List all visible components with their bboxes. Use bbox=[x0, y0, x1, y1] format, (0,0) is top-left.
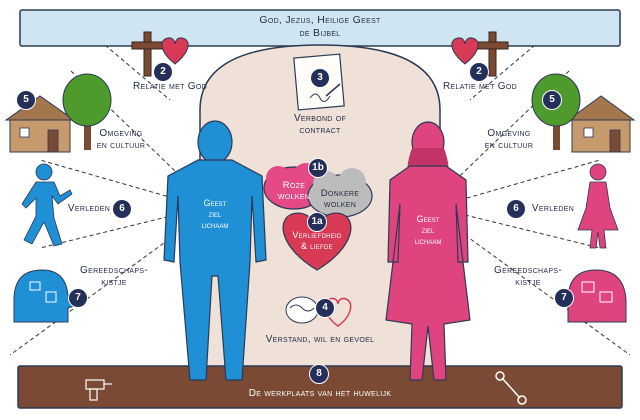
dark-cloud-2: wolken bbox=[323, 199, 357, 210]
woman-spirit: Geest bbox=[416, 214, 440, 224]
child-left-icon bbox=[21, 163, 73, 247]
house-tree-right-icon bbox=[531, 73, 636, 153]
badge-past-left: 6 bbox=[112, 199, 132, 219]
toolbox-right-2: kistje bbox=[515, 277, 541, 288]
dark-cloud-1: Donkere bbox=[320, 188, 360, 199]
badge-toolbox-left: 7 bbox=[68, 288, 88, 308]
woman-figure bbox=[385, 121, 471, 381]
man-body: lichaam bbox=[201, 220, 229, 230]
environment-right-2: en cultuur bbox=[484, 140, 534, 151]
badge-relation-right: 2 bbox=[469, 62, 489, 82]
child-right-icon bbox=[577, 163, 619, 249]
covenant-label-2: contract bbox=[299, 125, 341, 136]
badge-covenant: 3 bbox=[310, 68, 330, 88]
relation-label-left: Relatie met God bbox=[133, 81, 207, 92]
past-label-right: Verleden bbox=[531, 203, 575, 214]
puzzle-head-right-icon bbox=[567, 269, 627, 323]
banner-line-1: God, Jezus, Heilige Geest bbox=[259, 14, 381, 26]
badge-workshop: 8 bbox=[309, 364, 329, 384]
badge-environment-right: 5 bbox=[542, 90, 562, 110]
heart-right-icon bbox=[451, 37, 479, 65]
past-label-left: Verleden bbox=[67, 203, 111, 214]
badge-environment-left: 5 bbox=[16, 90, 36, 110]
drill-icon bbox=[85, 379, 112, 401]
environment-right-1: Omgeving bbox=[487, 128, 531, 139]
badge-toolbox-right: 7 bbox=[554, 288, 574, 308]
badge-clouds: 1b bbox=[308, 158, 328, 178]
love-label-2: & liefde bbox=[301, 241, 333, 251]
relation-label-right: Relatie met God bbox=[443, 81, 517, 92]
dark-cloud bbox=[307, 168, 373, 218]
pink-cloud-1: Roze bbox=[282, 180, 306, 191]
workshop-label: De werkplaats van het huwelijk bbox=[248, 388, 392, 399]
heart-left-icon bbox=[161, 37, 189, 65]
pink-cloud bbox=[263, 163, 325, 210]
pink-cloud-2: wolken bbox=[277, 191, 311, 202]
house-tree-left-icon bbox=[4, 73, 112, 153]
badge-relation-left: 2 bbox=[153, 62, 173, 82]
badge-past-right: 6 bbox=[506, 199, 526, 219]
wrench-icon bbox=[495, 371, 527, 405]
badge-love: 1a bbox=[307, 212, 327, 232]
love-label-1: Verliefdheid bbox=[292, 230, 342, 240]
mind-label: Verstand, wil en gevoel bbox=[265, 334, 375, 345]
environment-left-2: en cultuur bbox=[96, 140, 146, 151]
woman-body: lichaam bbox=[414, 236, 442, 246]
man-figure bbox=[163, 120, 267, 381]
banner-line-2: de Bijbel bbox=[299, 27, 341, 39]
covenant-label-1: Verbond of bbox=[293, 113, 347, 124]
toolbox-right-1: Gereedschaps- bbox=[494, 265, 562, 276]
cross-left-icon bbox=[131, 31, 164, 77]
man-soul: ziel bbox=[208, 209, 222, 219]
environment-left-1: Omgeving bbox=[99, 128, 143, 139]
woman-soul: ziel bbox=[421, 225, 435, 235]
toolbox-left-1: Gereedschaps- bbox=[80, 265, 148, 276]
badge-mind: 4 bbox=[315, 298, 335, 318]
puzzle-head-left-icon bbox=[13, 269, 75, 323]
man-spirit: Geest bbox=[203, 198, 227, 208]
toolbox-left-2: kistje bbox=[101, 277, 127, 288]
brain-icon bbox=[285, 296, 319, 324]
